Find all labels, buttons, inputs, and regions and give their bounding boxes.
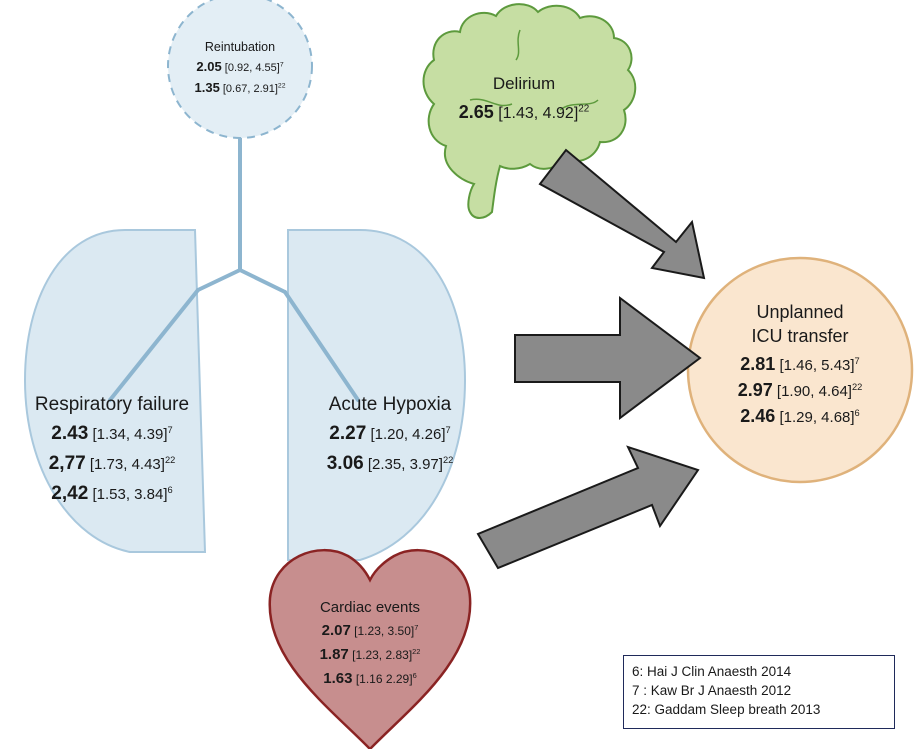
icu-transfer-title-line2: ICU transfer (751, 326, 849, 346)
acute-hypoxia-ref: 7 (445, 425, 451, 435)
respiratory-failure-ci: [1.34, 4.39] (92, 426, 168, 443)
reintubation-ref: 22 (277, 82, 286, 90)
cardiac-events-ci: [1.23, 2.83] (352, 648, 413, 662)
cardiac-events-ref: 7 (414, 623, 419, 632)
cardiac-events-row: 1.63 [1.16 2.29]6 (290, 667, 450, 691)
cardiac-events-value: 1.87 (319, 646, 349, 663)
delirium-value: 2.65 (458, 102, 494, 122)
arrow-lungs-to-icu (514, 296, 702, 420)
reintubation-value: 1.35 (194, 80, 220, 95)
icu-transfer-label-group: Unplanned ICU transfer 2.81 [1.46, 5.43]… (700, 300, 900, 430)
legend-item: 6: Hai J Clin Anaesth 2014 (632, 664, 792, 679)
cardiac-events-row: 1.87 [1.23, 2.83]22 (290, 643, 450, 667)
arrows (476, 148, 706, 570)
icu-transfer-value: 2.46 (740, 406, 776, 426)
acute-hypoxia-value: 3.06 (326, 453, 364, 474)
reintubation-row: 1.35 [0.67, 2.91]22 (170, 78, 310, 99)
respiratory-failure-ref: 22 (164, 455, 176, 465)
respiratory-failure-value: 2,42 (51, 483, 89, 504)
delirium-label-group: Delirium 2.65 [1.43, 4.92]22 (444, 70, 604, 128)
reintubation-ref: 7 (279, 61, 284, 69)
icu-transfer-row: 2.81 [1.46, 5.43]7 (700, 352, 900, 378)
respiratory-failure-value: 2,77 (48, 453, 86, 474)
respiratory-failure-row: 2.43 [1.34, 4.39]7 (12, 419, 212, 449)
trachea-lines (108, 115, 360, 402)
cardiac-events-ref: 22 (412, 647, 421, 656)
reintubation-label-group: Reintubation 2.05 [0.92, 4.55]7 1.35 [0.… (170, 38, 310, 99)
icu-transfer-ref: 7 (854, 356, 860, 366)
reference-legend: 6: Hai J Clin Anaesth 2014 7 : Kaw Br J … (623, 655, 895, 729)
delirium-row: 2.65 [1.43, 4.92]22 (444, 98, 604, 128)
cardiac-events-row: 2.07 [1.23, 3.50]7 (290, 619, 450, 643)
brain-shape (422, 3, 637, 219)
legend-item: 22: Gaddam Sleep breath 2013 (632, 702, 821, 717)
reintubation-value: 2.05 (196, 59, 222, 74)
acute-hypoxia-ci: [1.20, 4.26] (370, 426, 446, 443)
icu-transfer-ref: 22 (851, 382, 863, 392)
arrow-heart-to-icu (476, 445, 700, 570)
icu-transfer-value: 2.81 (740, 354, 776, 374)
icu-transfer-row: 2.97 [1.90, 4.64]22 (700, 378, 900, 404)
acute-hypoxia-ref: 22 (442, 455, 454, 465)
icu-transfer-ci: [1.46, 5.43] (779, 357, 855, 374)
cardiac-events-ci: [1.16 2.29] (355, 672, 413, 686)
reintubation-circle (167, 0, 313, 139)
respiratory-failure-value: 2.43 (51, 423, 89, 444)
right-lung-shape (287, 229, 467, 561)
cardiac-events-ref: 6 (412, 671, 417, 680)
respiratory-failure-label-group: Respiratory failure 2.43 [1.34, 4.39]7 2… (12, 390, 212, 509)
delirium-ref: 22 (578, 103, 590, 115)
respiratory-failure-ref: 6 (167, 485, 173, 495)
respiratory-failure-row: 2,77 [1.73, 4.43]22 (12, 449, 212, 479)
heart-shape (268, 548, 472, 749)
reintubation-ci: [0.67, 2.91] (222, 83, 278, 95)
respiratory-failure-ci: [1.73, 4.43] (89, 456, 165, 473)
delirium-ci: [1.43, 4.92] (498, 105, 579, 122)
icu-transfer-ci: [1.90, 4.64] (776, 383, 852, 400)
icu-transfer-circle (686, 256, 914, 484)
icu-transfer-title-line1: Unplanned (756, 302, 844, 322)
icu-transfer-value: 2.97 (737, 380, 773, 400)
icu-transfer-ref: 6 (854, 408, 860, 418)
icu-transfer-row: 2.46 [1.29, 4.68]6 (700, 404, 900, 430)
cardiac-events-ci: [1.23, 3.50] (354, 624, 415, 638)
arrow-delirium-to-icu (538, 148, 706, 280)
reintubation-ci: [0.92, 4.55] (224, 62, 280, 74)
respiratory-failure-ref: 7 (167, 425, 173, 435)
respiratory-failure-row: 2,42 [1.53, 3.84]6 (12, 479, 212, 509)
acute-hypoxia-row: 2.27 [1.20, 4.26]7 (300, 419, 480, 449)
reintubation-row: 2.05 [0.92, 4.55]7 (170, 57, 310, 78)
acute-hypoxia-title: Acute Hypoxia (328, 394, 452, 415)
acute-hypoxia-value: 2.27 (329, 423, 367, 444)
legend-item: 7 : Kaw Br J Anaesth 2012 (632, 683, 792, 698)
brain-fold-lines (469, 29, 599, 111)
respiratory-failure-ci: [1.53, 3.84] (92, 486, 168, 503)
cardiac-events-value: 1.63 (323, 670, 353, 687)
respiratory-failure-title: Respiratory failure (34, 394, 190, 415)
acute-hypoxia-row: 3.06 [2.35, 3.97]22 (300, 449, 480, 479)
acute-hypoxia-ci: [2.35, 3.97] (367, 456, 443, 473)
reintubation-title: Reintubation (204, 40, 276, 54)
cardiac-events-value: 2.07 (321, 622, 351, 639)
acute-hypoxia-label-group: Acute Hypoxia 2.27 [1.20, 4.26]7 3.06 [2… (300, 390, 480, 479)
icu-transfer-ci: [1.29, 4.68] (779, 409, 855, 426)
delirium-title: Delirium (492, 74, 556, 93)
cardiac-events-title: Cardiac events (319, 599, 421, 616)
cardiac-events-label-group: Cardiac events 2.07 [1.23, 3.50]7 1.87 [… (290, 596, 450, 691)
